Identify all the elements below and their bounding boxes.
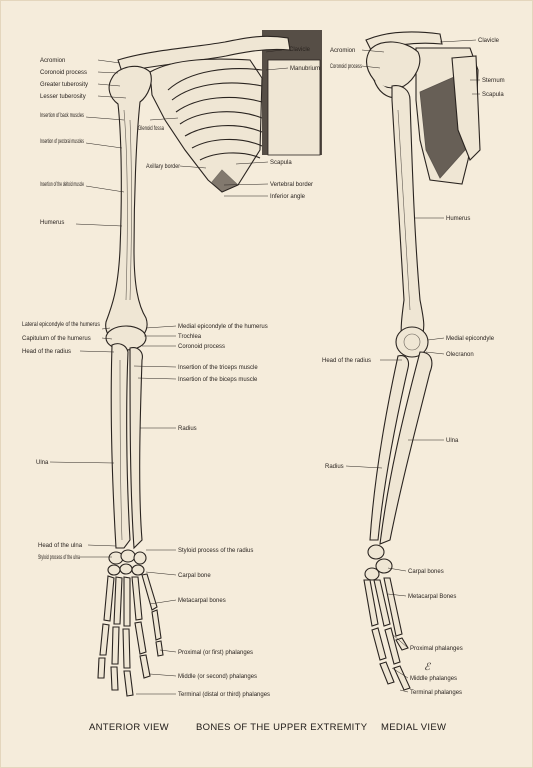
label-metacarpal-bones-medial: Metacarpal Bones (408, 594, 456, 600)
label-head-of-radius-medial: Head of the radius (322, 358, 371, 364)
label-terminal-phalanges-anterior: Terminal (distal or third) phalanges (178, 692, 270, 698)
label-head-of-ulna: Head of the ulna (38, 543, 83, 549)
label-carpal-bone: Carpal bone (178, 573, 211, 579)
label-middle-phalanges-anterior: Middle (or second) phalanges (178, 674, 257, 680)
label-radius-medial: Radius (325, 464, 344, 470)
label-coronoid-process-medial: Coronoid process (330, 64, 362, 70)
label-proximal-phalanges-medial: Proximal phalanges (410, 646, 463, 652)
radius-medial (369, 355, 410, 541)
caption-anterior-view: ANTERIOR VIEW (89, 722, 169, 733)
label-sternum: Sternum (482, 78, 505, 84)
label-styloid-radius: Styloid process of the radius (178, 548, 253, 554)
label-coronoid-process-anterior: Coronoid process (40, 70, 87, 76)
medial-leader-lines (345, 39, 480, 693)
humerus-anterior (105, 65, 152, 343)
anterior-skeleton (97, 30, 322, 697)
label-glenoid-fossa: Glenoid fossa (138, 126, 164, 132)
label-ulna-medial: Ulna (446, 438, 459, 444)
label-deltoid-insertion: Insertion of the deltoid muscle (40, 182, 84, 188)
label-olecranon: Olecranon (446, 352, 474, 358)
label-medial-epicondyle-humerus: Medial epicondyle of the humerus (178, 324, 268, 330)
anterior-leader-lines (49, 49, 289, 695)
label-medial-epicondyle: Medial epicondyle (446, 336, 495, 342)
label-acromion-medial: Acromion (330, 48, 355, 54)
label-greater-tuberosity: Greater tuberosity (40, 82, 88, 88)
label-proximal-phalanges-anterior: Proximal (or first) phalanges (178, 650, 253, 656)
label-axillary-border: Axillary border (146, 164, 180, 170)
label-terminal-phalanges-medial: Terminal phalanges (410, 690, 462, 696)
medial-skeleton (363, 31, 481, 691)
label-metacarpal-bones-anterior: Metacarpal bones (178, 598, 226, 604)
label-back-muscles: Insertion of back muscles (40, 113, 84, 119)
label-scapula-medial: Scapula (482, 92, 504, 98)
label-carpal-bones-medial: Carpal bones (408, 569, 444, 575)
label-middle-phalanges-medial: Middle phalanges (410, 676, 457, 682)
label-clavicle-medial: Clavicle (478, 38, 500, 44)
label-triceps-insertion: Insertion of the triceps muscle (178, 365, 258, 371)
label-coronoid-process-ulna: Coronoid process (178, 344, 225, 350)
label-lateral-epicondyle: Lateral epicondyle of the humerus (22, 322, 100, 328)
label-ulna-anterior: Ulna (36, 460, 49, 466)
label-humerus-anterior: Humerus (40, 220, 64, 226)
label-head-of-radius-anterior: Head of the radius (22, 349, 71, 355)
label-capitulum: Capitulum of the humerus (22, 336, 91, 342)
label-pectoral-muscles: Insertion of pectoral muscles (40, 139, 84, 145)
label-lesser-tuberosity: Lesser tuberosity (40, 94, 86, 100)
caption-medial-view: MEDIAL VIEW (381, 722, 447, 733)
label-inferior-angle: Inferior angle (270, 194, 306, 200)
humerus-medial (391, 85, 425, 343)
label-humerus-medial: Humerus (446, 216, 470, 222)
scapula-anterior (149, 58, 263, 193)
label-vertebral-border: Vertebral border (270, 182, 313, 188)
label-trochlea: Trochlea (178, 334, 202, 340)
artist-signature: ℰ (424, 662, 431, 673)
label-radius-anterior: Radius (178, 426, 197, 432)
label-back-muscles-text: Insertion of back muscles (40, 113, 84, 119)
sternum-medial (451, 55, 481, 161)
label-styloid-ulna: Styloid process of the ulna (38, 555, 80, 561)
label-acromion-anterior: Acromion (40, 58, 65, 64)
label-clavicle-anterior: Clavicle (289, 47, 311, 53)
caption-plate-title: BONES OF THE UPPER EXTREMITY (196, 722, 368, 733)
label-biceps-insertion: Insertion of the biceps muscle (178, 377, 258, 383)
ulna-medial (379, 351, 433, 545)
radius-anterior (129, 347, 143, 550)
label-manubrium: Manubrium (290, 66, 320, 72)
label-scapula-anterior: Scapula (270, 160, 292, 166)
